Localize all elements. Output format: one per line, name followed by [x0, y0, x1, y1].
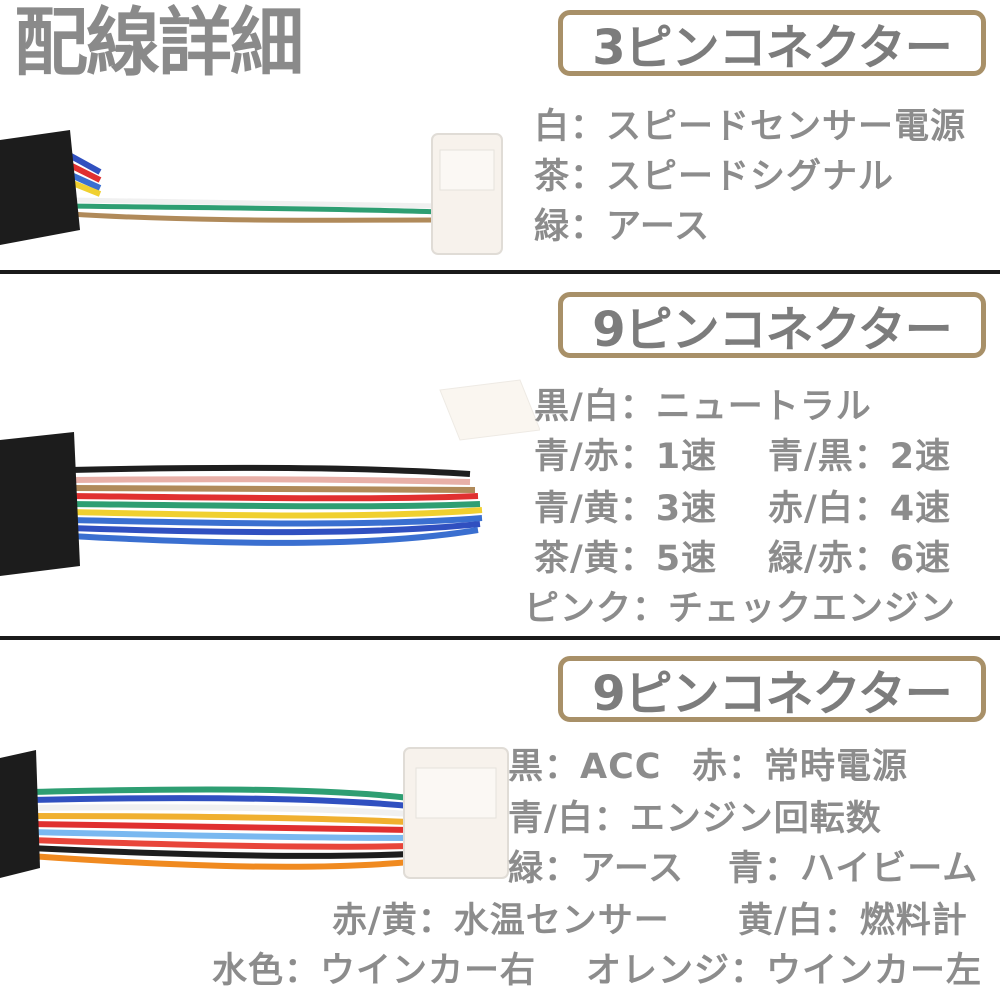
label-blue-yellow-3rd: 青/黄：3速 [534, 489, 718, 529]
label-brown-speed-signal: 茶：スピードシグナル [534, 157, 895, 197]
label-blue-black-2nd: 青/黒：2速 [768, 437, 952, 477]
label-green-red-6th: 緑/赤：6速 [768, 539, 952, 579]
cable-9pin-meter-icon [0, 747, 509, 879]
section-divider [0, 636, 1000, 640]
label-lightblue-turn-right: 水色：ウインカー右 [212, 951, 537, 991]
label-red-white-4th: 赤/白：4速 [768, 489, 952, 529]
page-title: 配線詳細 [14, 0, 304, 86]
badge-3pin-connector: 3ピンコネクター [558, 10, 986, 76]
cable-9pin-gear-icon [0, 379, 540, 576]
label-green-ground: 緑：アース [508, 849, 685, 889]
label-black-white-neutral: 黒/白：ニュートラル [534, 387, 872, 427]
label-blue-white-engine-rpm: 青/白：エンジン回転数 [508, 799, 882, 839]
label-white-speed-sensor-power: 白：スピードセンサー電源 [534, 107, 967, 147]
label-pink-check-engine: ピンク：チェックエンジン [524, 589, 957, 629]
section-divider [0, 270, 1000, 274]
label-orange-turn-left: オレンジ：ウインカー左 [586, 951, 983, 991]
badge-9pin-connector-meter: 9ピンコネクター [558, 656, 986, 722]
label-yellow-white-fuel-gauge: 黄/白：燃料計 [738, 901, 968, 941]
label-blue-red-1st: 青/赤：1速 [534, 437, 718, 477]
label-black-acc: 黒：ACC [508, 747, 662, 787]
label-red-constant-power: 赤：常時電源 [692, 747, 909, 787]
label-blue-high-beam: 青：ハイビーム [728, 849, 979, 889]
badge-9pin-connector-gear: 9ピンコネクター [558, 292, 986, 358]
label-brown-yellow-5th: 茶/黄：5速 [534, 539, 718, 579]
cable-3pin-icon [0, 130, 503, 255]
label-green-ground: 緑：アース [534, 207, 711, 247]
label-red-yellow-water-temp: 赤/黄：水温センサー [332, 901, 670, 941]
